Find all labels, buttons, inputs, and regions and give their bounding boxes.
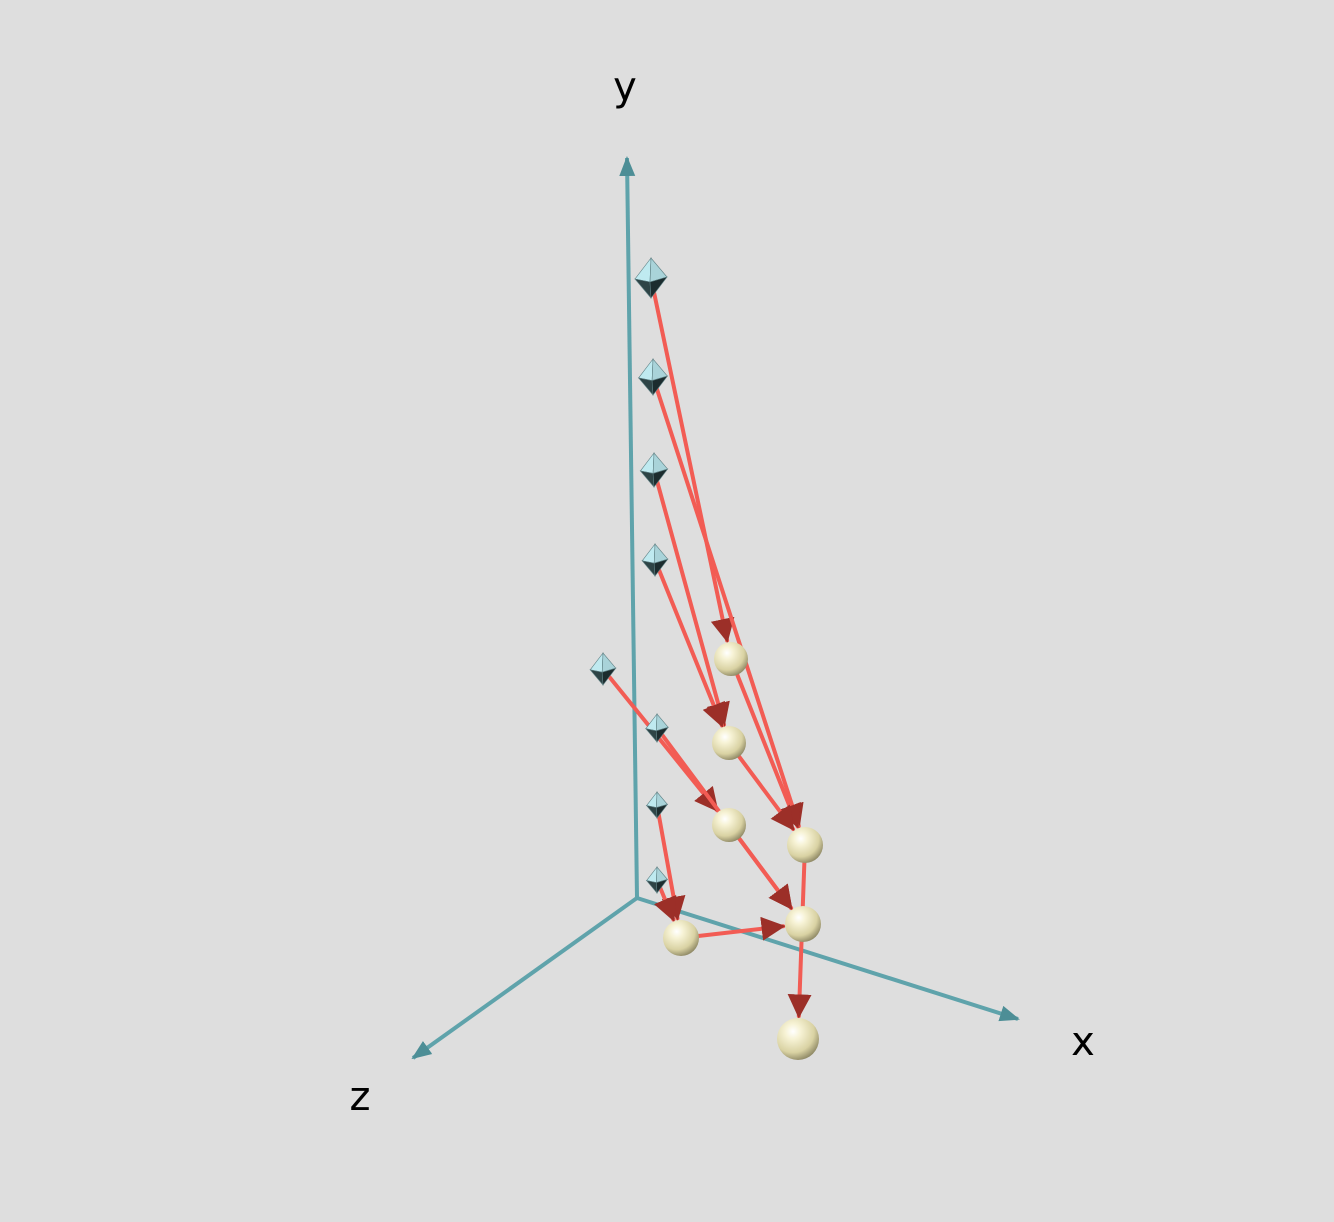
sphere-node[interactable]	[663, 920, 699, 956]
octahedron-node[interactable]	[645, 866, 669, 894]
edge-arrow	[651, 287, 735, 643]
octahedron-face-top-left	[589, 652, 604, 673]
sphere-body	[787, 827, 823, 863]
edge-arrow	[607, 674, 720, 813]
octahedron-face-bottom-left	[645, 728, 658, 743]
octahedron-face-bottom-left	[639, 470, 655, 488]
octahedron-face-top-left	[634, 257, 652, 283]
z-axis-label: z	[350, 1074, 371, 1120]
edge-arrow	[654, 385, 804, 829]
edge-arrow	[654, 885, 677, 922]
octahedron-face-bottom-left	[589, 669, 604, 686]
x-axis-label: x	[1071, 1019, 1095, 1065]
sphere-node[interactable]	[777, 1018, 819, 1060]
sphere-node[interactable]	[712, 726, 746, 760]
nodes	[589, 257, 823, 1060]
octahedron-face-bottom-left	[634, 278, 652, 299]
octahedron-face-bottom-right	[649, 276, 668, 299]
octahedron-node[interactable]	[589, 652, 617, 686]
edge-arrow	[654, 477, 730, 727]
octahedron-node[interactable]	[637, 358, 669, 396]
octahedron-face-top-left	[646, 791, 658, 808]
edge-arrow	[733, 831, 794, 910]
y-axis	[619, 156, 639, 899]
octahedron-face-bottom-right	[656, 803, 669, 819]
octahedron-node[interactable]	[639, 452, 669, 488]
edges	[607, 287, 812, 1019]
octahedron-face-bottom-right	[653, 558, 669, 577]
octahedron-face-bottom-right	[655, 726, 669, 743]
octahedron-face-bottom-left	[645, 880, 658, 894]
octahedron-face-top-left	[641, 543, 656, 564]
octahedron-face-bottom-left	[645, 805, 658, 819]
sphere-node[interactable]	[787, 827, 823, 863]
octahedron-face-top-left	[639, 452, 655, 474]
sphere-body	[712, 726, 746, 760]
octahedron-face-bottom-right	[652, 468, 669, 488]
sphere-body	[712, 808, 746, 842]
sphere-node[interactable]	[785, 906, 821, 942]
edge-arrow	[689, 916, 786, 941]
sphere-node[interactable]	[714, 642, 748, 676]
octahedron-face-bottom-right	[651, 375, 669, 396]
octahedron-node[interactable]	[645, 713, 669, 743]
octahedron-face-bottom-left	[641, 560, 656, 577]
x-axis	[636, 896, 1020, 1022]
octahedron-face-bottom-right	[656, 878, 669, 894]
octahedron-face-top-left	[646, 866, 658, 883]
octahedron-face-top-left	[638, 358, 654, 381]
z-axis	[411, 896, 639, 1060]
sphere-body	[785, 906, 821, 942]
octahedron-face-bottom-left	[637, 377, 654, 396]
sphere-body	[714, 642, 748, 676]
edge-arrow	[656, 566, 725, 728]
edge-arrow	[732, 666, 801, 829]
y-axis-label: y	[613, 64, 637, 110]
octahedron-node[interactable]	[634, 257, 668, 299]
sphere-body	[777, 1018, 819, 1060]
sphere-node[interactable]	[712, 808, 746, 842]
sphere-body	[663, 920, 699, 956]
edge-arrow	[733, 749, 796, 831]
octahedron-node[interactable]	[645, 791, 669, 819]
axes: y x z	[350, 64, 1095, 1120]
octahedron-face-bottom-right	[601, 667, 617, 686]
octahedron-node[interactable]	[641, 543, 669, 577]
